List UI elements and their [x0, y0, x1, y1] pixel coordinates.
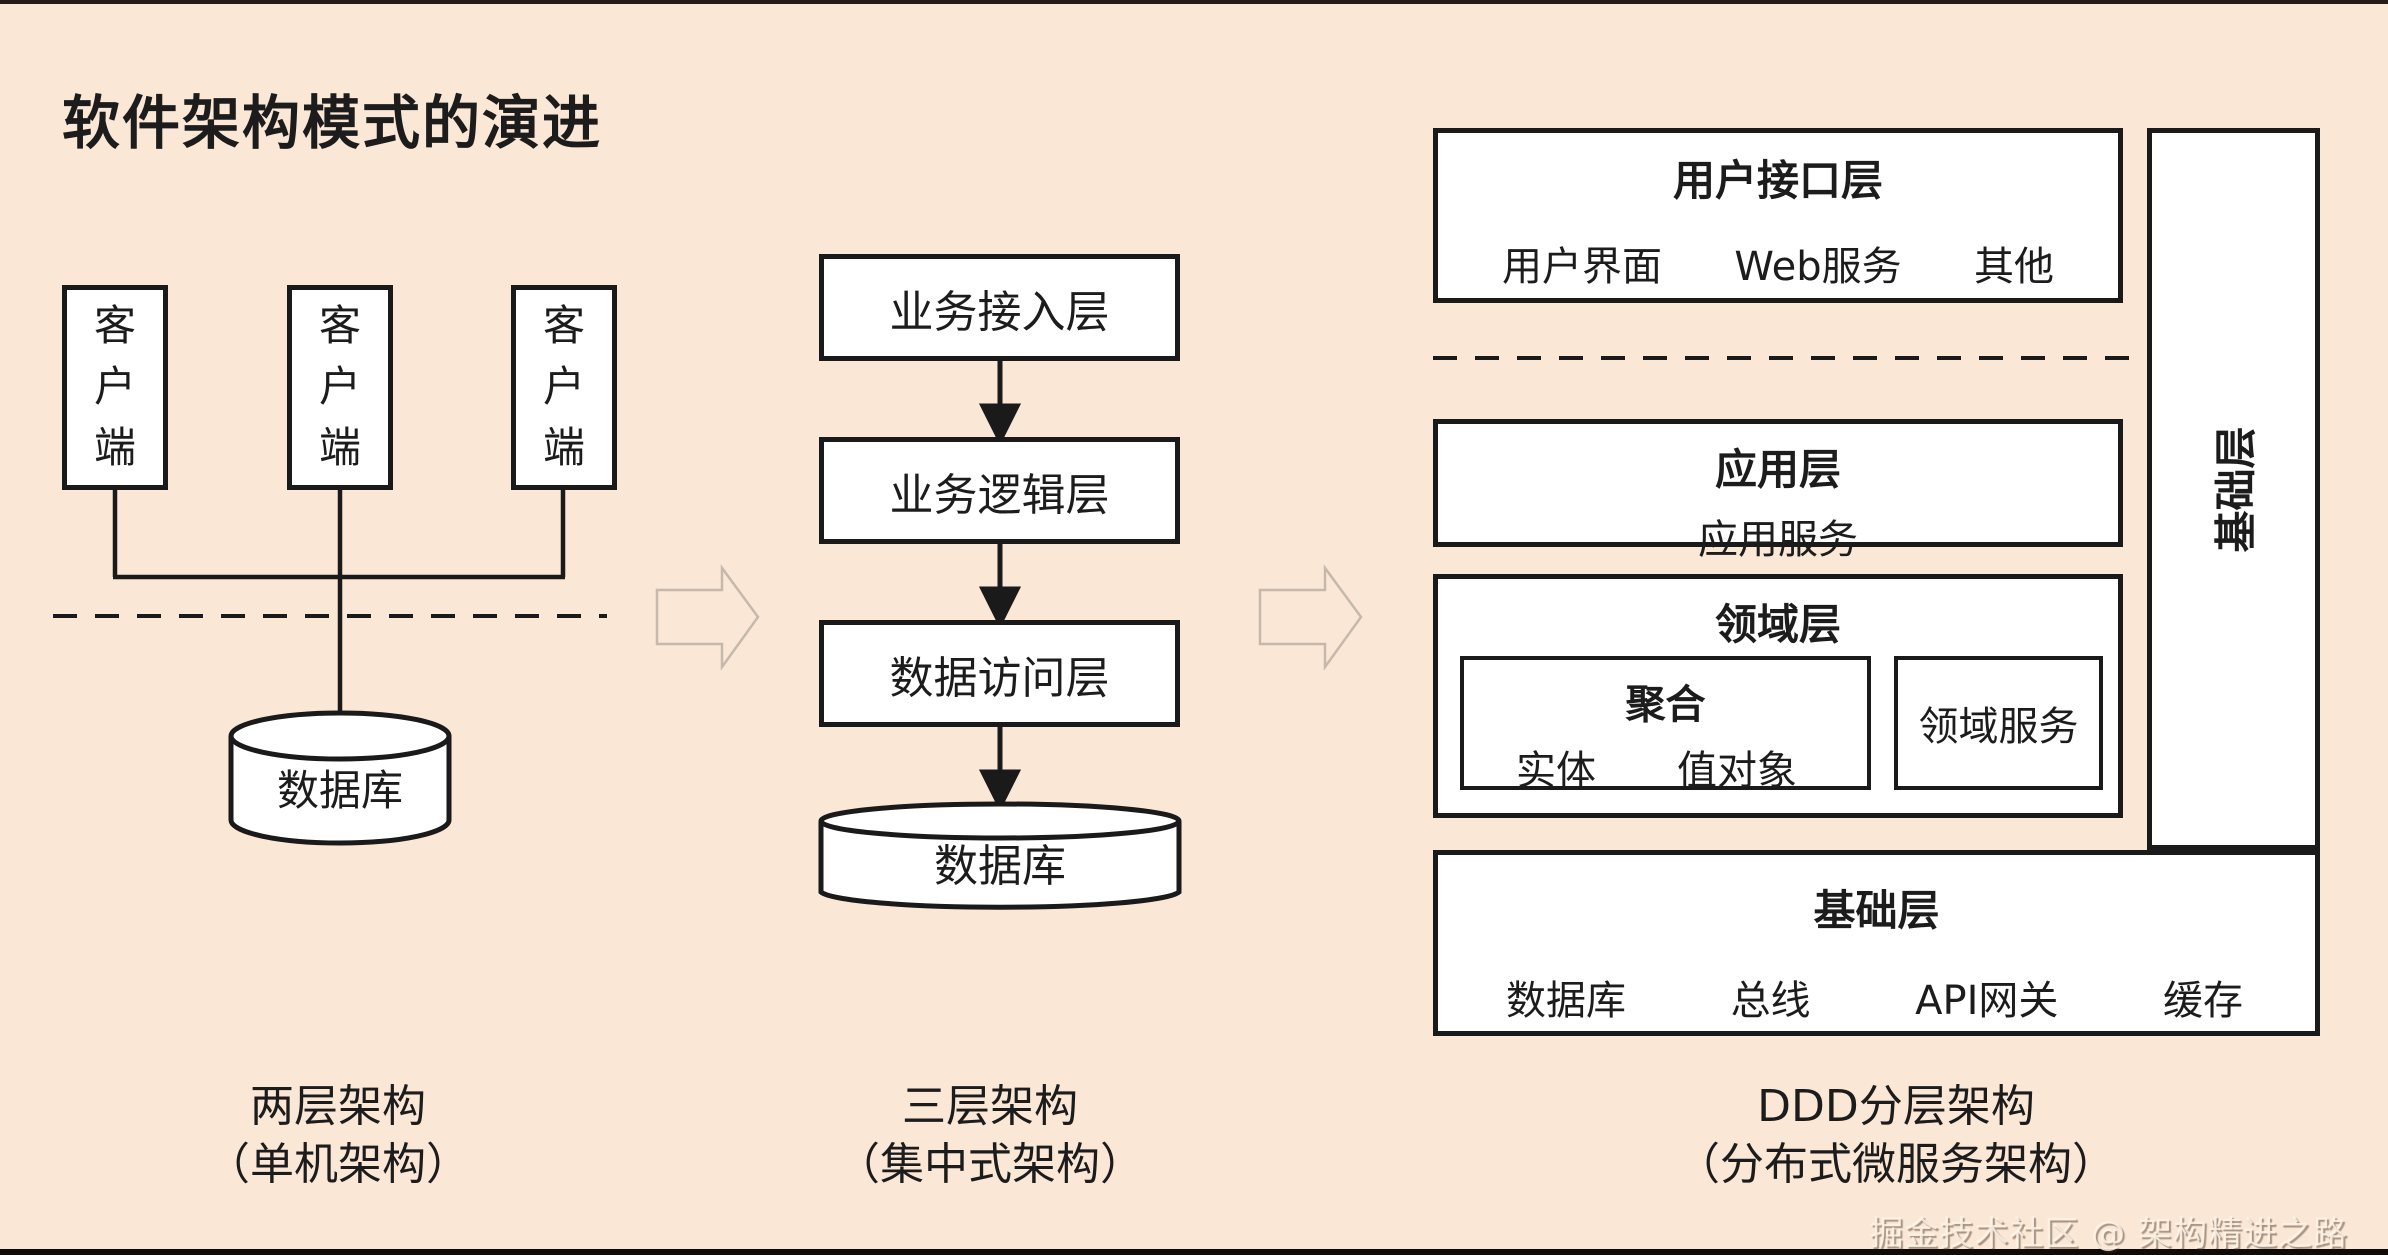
ui-layer-item: 用户界面	[1502, 244, 1662, 290]
database-label: 数据库	[276, 765, 403, 815]
ui-layer-title: 用户接口层	[1672, 156, 1883, 205]
domain-layer-box: 领域层 聚合 实体 值对象 领域服务	[1433, 574, 2123, 818]
ui-layer-box: 用户接口层 用户界面 Web服务 其他	[1433, 128, 2123, 303]
client-box-3: 客户端	[511, 285, 617, 490]
flow-arrow-icons	[978, 361, 1022, 812]
page-title: 软件架构模式的演进	[62, 89, 603, 157]
caption-line: 两层架构	[250, 1081, 426, 1132]
ui-layer-item: 其他	[1974, 244, 2054, 290]
ddd-caption: DDD分层架构 （分布式微服务架构）	[1596, 1078, 2196, 1194]
domain-layer-title: 领域层	[1714, 600, 1841, 649]
infrastructure-item: 总线	[1730, 978, 1811, 1024]
infrastructure-item: API网关	[1915, 978, 2059, 1024]
caption-line: （分布式微服务架构）	[1676, 1139, 2116, 1190]
infrastructure-sidebar-label: 基础层	[2211, 425, 2261, 553]
database-label: 数据库	[934, 841, 1066, 892]
aggregate-box: 聚合 实体 值对象	[1460, 656, 1871, 794]
application-layer-item: 应用服务	[1698, 517, 1858, 563]
layer-box-data-access: 数据访问层	[819, 620, 1180, 727]
client-box-2: 客户端	[287, 285, 393, 490]
caption-line: 三层架构	[902, 1081, 1078, 1132]
top-border	[0, 0, 2388, 4]
client-label: 客户端	[94, 301, 137, 472]
layer-label: 数据访问层	[889, 652, 1110, 704]
domain-service-box: 领域服务	[1894, 656, 2103, 790]
layer-box-logic: 业务逻辑层	[819, 437, 1180, 544]
two-tier-caption: 两层架构 （单机架构）	[138, 1078, 538, 1194]
domain-service-label: 领域服务	[1918, 704, 2079, 750]
application-layer-box: 应用层 应用服务	[1433, 419, 2123, 563]
client-label: 客户端	[543, 301, 586, 472]
caption-line: （集中式架构）	[836, 1139, 1144, 1190]
evolution-arrow-icon-2	[1258, 564, 1363, 671]
layer-label: 业务逻辑层	[889, 469, 1110, 521]
evolution-arrow-icon-1	[655, 564, 760, 671]
caption-line: DDD分层架构	[1757, 1081, 2035, 1132]
watermark: 掘金技术社区 @ 架构精进之路	[1869, 1214, 2348, 1254]
aggregate-title: 聚合	[1625, 682, 1706, 728]
client-label: 客户端	[319, 301, 362, 472]
infrastructure-layer-box: 基础层 数据库 总线 API网关 缓存	[1433, 850, 2320, 1036]
layer-box-access: 业务接入层	[819, 254, 1180, 361]
layer-label: 业务接入层	[889, 286, 1110, 338]
infrastructure-item: 数据库	[1506, 978, 1626, 1024]
application-layer-title: 应用层	[1714, 445, 1841, 494]
ui-layer-item: Web服务	[1734, 244, 1902, 290]
client-connector-lines	[112, 488, 566, 716]
client-box-1: 客户端	[62, 285, 168, 490]
infrastructure-layer-title: 基础层	[1813, 886, 1940, 935]
aggregate-item: 值对象	[1677, 748, 1797, 794]
aggregate-item: 实体	[1516, 748, 1596, 794]
bottom-border	[0, 1249, 2388, 1255]
caption-line: （单机架构）	[206, 1139, 470, 1190]
infrastructure-item: 缓存	[2162, 978, 2243, 1024]
infrastructure-sidebar-box: 基础层	[2147, 128, 2320, 850]
three-tier-caption: 三层架构 （集中式架构）	[790, 1078, 1190, 1194]
